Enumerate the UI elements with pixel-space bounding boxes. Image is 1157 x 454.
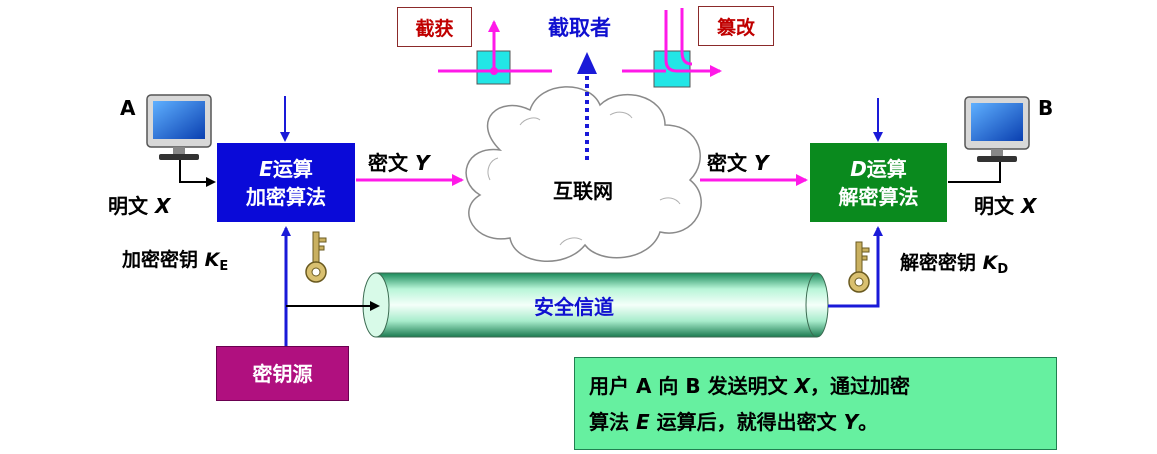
key-source-box: 密钥源 — [216, 346, 349, 401]
decryption-key-label: 解密密钥 KD — [900, 248, 1008, 277]
intercept-tap — [438, 20, 552, 85]
decrypt-title-var: D — [850, 156, 867, 181]
ciphertext-right-label: 密文 Y — [707, 147, 768, 176]
encrypt-title: 运算 — [272, 156, 313, 181]
tamper-tap — [622, 8, 722, 88]
key-source-label: 密钥源 — [252, 361, 313, 386]
encryption-key-text: 加密密钥 — [122, 249, 199, 271]
computer-a-icon — [146, 94, 212, 160]
encryption-key-sub: E — [219, 259, 229, 274]
encryption-key-icon — [305, 231, 327, 283]
plaintext-arrow-in — [179, 158, 216, 187]
caption-var-y: Y — [843, 409, 859, 434]
decryption-key-icon — [848, 241, 870, 293]
plaintext-left-label: 明文 X — [108, 190, 170, 219]
caption-var-e: E — [635, 409, 650, 434]
tamper-tag: 篡改 — [698, 6, 774, 46]
computer-b-icon — [964, 96, 1030, 162]
ciphertext-right-text: 密文 — [707, 151, 747, 175]
decrypt-subtitle: 解密算法 — [838, 184, 919, 209]
caption-part2: ，通过加密 — [809, 373, 910, 398]
caption-part3: 算法 — [589, 409, 636, 434]
decryption-key-var: K — [982, 252, 998, 274]
ciphertext-left-var: Y — [414, 151, 430, 175]
encryption-key-var: K — [204, 249, 220, 271]
encryption-key-label: 加密密钥 KE — [122, 245, 228, 274]
user-a-label: A — [120, 96, 136, 120]
ciphertext-left-label: 密文 Y — [368, 147, 429, 176]
user-b-label: B — [1038, 96, 1054, 120]
caption-part4: 运算后，就得出密文 — [649, 409, 844, 434]
secure-channel-label: 安全信道 — [534, 295, 614, 319]
caption-var-x: X — [794, 373, 810, 398]
intercept-tag: 截获 — [397, 7, 472, 47]
decrypt-title: 运算 — [866, 156, 907, 181]
interceptor-label: 截取者 — [548, 16, 611, 40]
interceptor-arrowhead — [577, 52, 597, 74]
caption-part1: 用户 A 向 B 发送明文 — [589, 373, 795, 398]
decryption-key-sub: D — [997, 262, 1009, 277]
plaintext-arrow-out — [948, 160, 1001, 183]
encrypt-subtitle: 加密算法 — [246, 184, 326, 209]
decryption-box: D运算 解密算法 — [810, 143, 947, 222]
caption-part5: 。 — [858, 409, 879, 434]
plaintext-left-var: X — [154, 194, 171, 218]
decryption-key-text: 解密密钥 — [900, 252, 977, 274]
plaintext-right-text: 明文 — [974, 194, 1014, 218]
ciphertext-right-var: Y — [753, 151, 769, 175]
encrypt-title-var: E — [259, 156, 273, 181]
plaintext-right-label: 明文 X — [974, 190, 1036, 219]
plaintext-left-text: 明文 — [108, 194, 148, 218]
ciphertext-left-text: 密文 — [368, 151, 408, 175]
encryption-box: E运算 加密算法 — [217, 143, 355, 222]
internet-cloud — [465, 86, 702, 262]
intercept-label: 截获 — [415, 17, 454, 40]
key-source-lines — [281, 226, 883, 346]
caption-box: 用户 A 向 B 发送明文 X，通过加密 算法 E 运算后，就得出密文 Y。 — [574, 357, 1057, 450]
internet-label: 互联网 — [553, 179, 613, 203]
plaintext-right-var: X — [1020, 194, 1037, 218]
tamper-label: 篡改 — [716, 16, 755, 39]
